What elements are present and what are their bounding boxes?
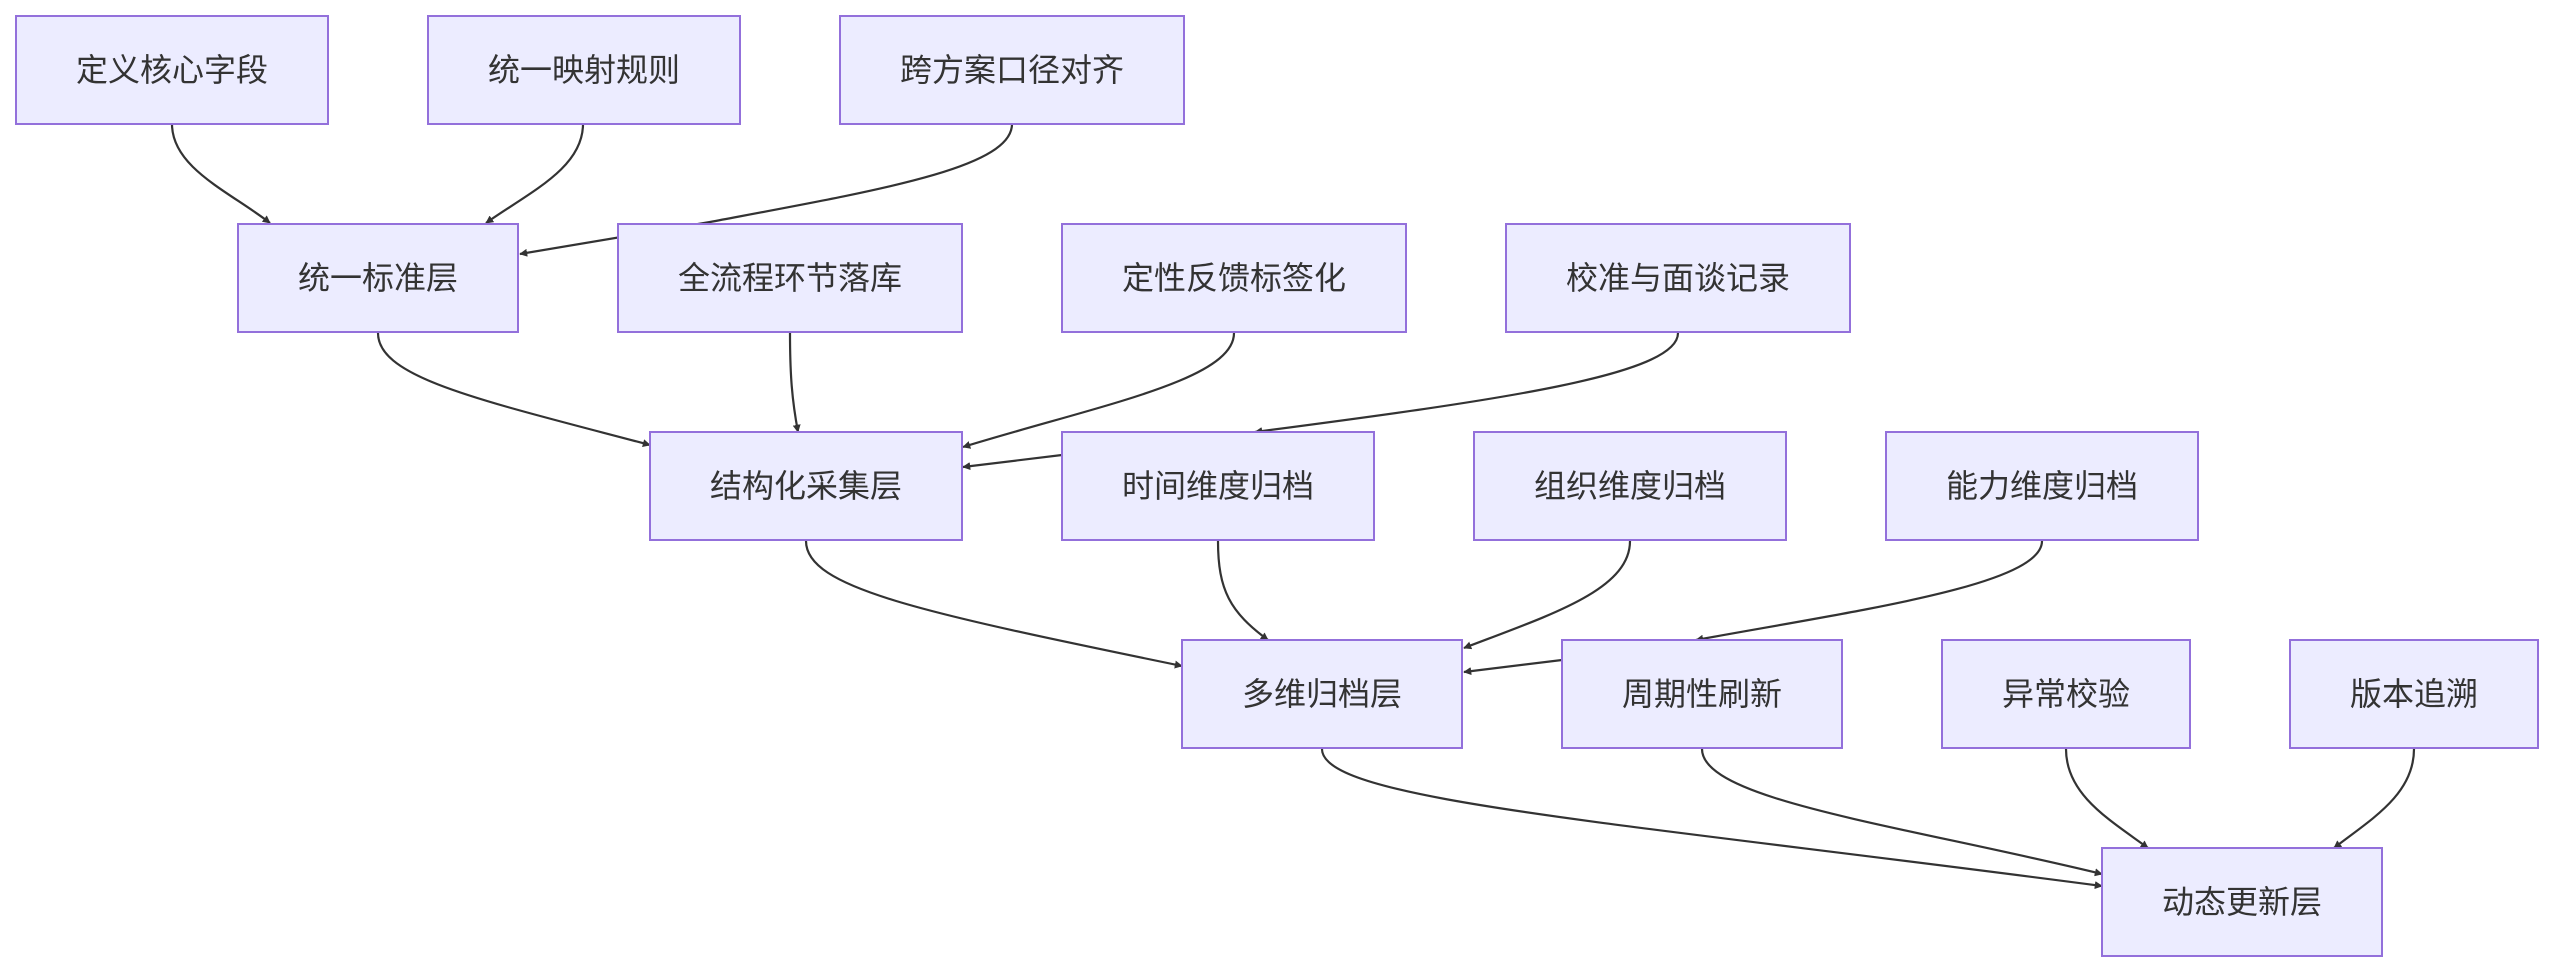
node-label: 时间维度归档 [1122,467,1314,505]
edge-qualitative-feedback-tagging-to-structured-collection-layer [962,332,1236,449]
node-label: 校准与面谈记录 [1566,259,1790,297]
edge-time-dimension-archive-extension-to-multi-dim-archive-layer [1216,540,1269,641]
edge-cross-plan-alignment-to-unified-standard-layer [519,123,1014,257]
node-label: 组织维度归档 [1534,467,1726,505]
node-label: 周期性刷新 [1622,675,1782,713]
node-unified-standard-layer[interactable]: 统一标准层 [237,223,519,333]
node-multi-dim-archive-layer[interactable]: 多维归档层 [1181,639,1463,749]
node-define-core-fields[interactable]: 定义核心字段 [15,15,329,125]
edge-version-traceback-to-dynamic-update-layer [2333,748,2416,849]
edges [170,123,2416,890]
nodes: 定义核心字段 统一映射规则 跨方案口径对齐 统一标准层 全流程环节落库 定性反馈… [15,15,2539,957]
node-capability-dimension-archive[interactable]: 能力维度归档 [1885,431,2199,541]
node-full-process-storage[interactable]: 全流程环节落库 [617,223,963,333]
edge-time-dimension-archive-to-structured-collection-layer [962,453,1063,471]
node-label: 跨方案口径对齐 [900,51,1124,89]
node-label: 多维归档层 [1242,675,1402,713]
edge-define-core-fields-to-unified-standard-layer [170,123,271,224]
node-label: 统一映射规则 [488,51,680,89]
edge-multi-dim-archive-layer-to-dynamic-update-layer [1320,748,2103,890]
edge-unified-mapping-rules-to-unified-standard-layer [485,123,585,224]
node-label: 定性反馈标签化 [1122,259,1346,297]
node-qualitative-feedback-tagging[interactable]: 定性反馈标签化 [1061,223,1407,333]
node-label: 全流程环节落库 [678,259,902,297]
node-label: 统一标准层 [298,259,458,297]
node-dynamic-update-layer[interactable]: 动态更新层 [2101,847,2383,957]
node-time-dimension-archive[interactable]: 时间维度归档 [1061,431,1375,541]
edge-org-dimension-archive-to-multi-dim-archive-layer [1463,540,1632,650]
node-unified-mapping-rules[interactable]: 统一映射规则 [427,15,741,125]
edge-capability-dimension-archive-to-multi-dim-archive-layer [1695,540,2044,643]
node-label: 版本追溯 [2350,675,2478,713]
edge-calibration-interview-records-to-structured-collection-layer [1254,332,1680,436]
edge-periodic-refresh-to-multi-dim-archive-layer [1463,658,1563,676]
edge-unified-standard-layer-to-structured-collection-layer [376,332,651,448]
node-label: 结构化采集层 [710,467,902,505]
node-label: 异常校验 [2002,675,2130,713]
edge-periodic-refresh-extension-to-dynamic-update-layer [1700,748,2103,877]
node-label: 动态更新层 [2162,883,2322,921]
node-version-traceback[interactable]: 版本追溯 [2289,639,2539,749]
node-label: 定义核心字段 [76,51,268,89]
node-structured-collection-layer[interactable]: 结构化采集层 [649,431,963,541]
node-org-dimension-archive[interactable]: 组织维度归档 [1473,431,1787,541]
node-periodic-refresh[interactable]: 周期性刷新 [1561,639,1843,749]
node-anomaly-validation[interactable]: 异常校验 [1941,639,2191,749]
node-cross-plan-alignment[interactable]: 跨方案口径对齐 [839,15,1185,125]
edge-structured-collection-layer-to-multi-dim-archive-layer [804,540,1183,669]
edge-anomaly-validation-to-dynamic-update-layer [2064,748,2149,849]
node-calibration-interview-records[interactable]: 校准与面谈记录 [1505,223,1851,333]
node-label: 能力维度归档 [1946,467,2138,505]
edge-full-process-storage-to-structured-collection-layer [788,332,801,433]
